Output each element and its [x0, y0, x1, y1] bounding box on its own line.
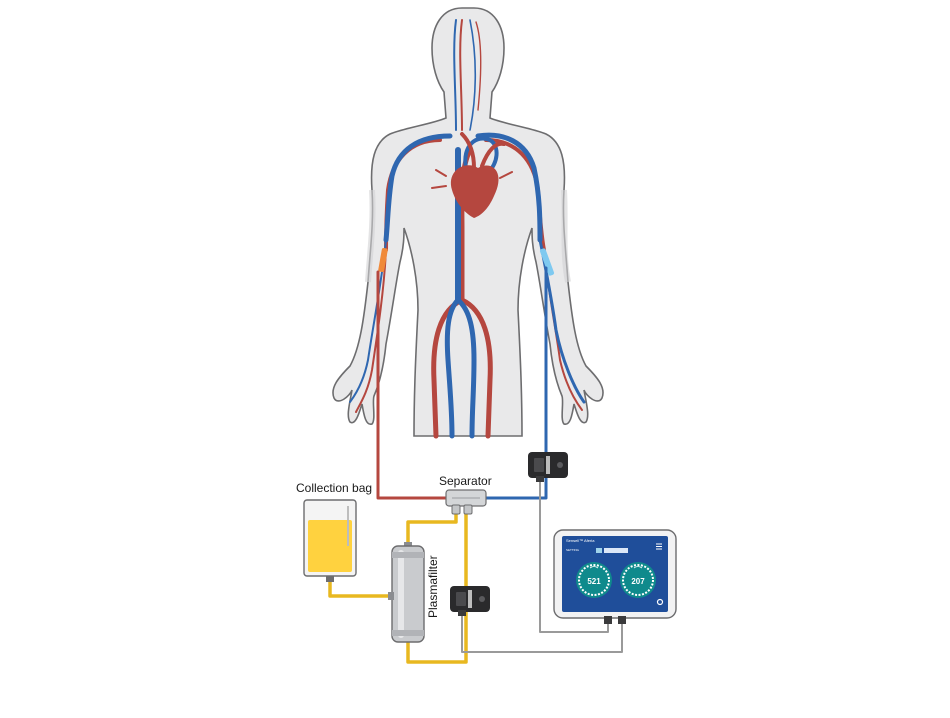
- monitor-header: Sensell™ Aferia: [566, 538, 595, 543]
- menu-icon[interactable]: [656, 543, 662, 550]
- plasmafilter: [388, 542, 425, 643]
- plasma-tube-inlet: [406, 510, 458, 548]
- collection-bag-label: Collection bag: [296, 481, 372, 495]
- body-silhouette: [332, 7, 604, 437]
- monitor-sub: SETTING: [566, 548, 580, 552]
- venous-access-marker: [539, 248, 555, 276]
- clamp-sensor-icon: [450, 586, 490, 616]
- plasmafilter-label: Plasmafilter: [426, 555, 440, 618]
- sensor-cable-top: [539, 479, 609, 633]
- heart-icon: [431, 132, 513, 218]
- gauge-right-value: 207: [631, 577, 645, 586]
- arterial-access-marker: [378, 247, 388, 273]
- collection-bag: [303, 499, 357, 582]
- separator-device: [445, 489, 487, 515]
- gauge-right: 207: [620, 562, 656, 598]
- human-body: [332, 7, 604, 439]
- monitor-device: Sensell™ Aferia SETTING 521 207: [553, 529, 677, 624]
- wifi-icon: [633, 566, 643, 569]
- arterial-tube: [376, 270, 448, 500]
- gear-icon[interactable]: [656, 598, 664, 606]
- gauge-left: 521: [576, 562, 612, 598]
- gauge-left-value: 521: [587, 577, 601, 586]
- separator-label: Separator: [439, 474, 492, 488]
- wifi-icon: [589, 566, 599, 569]
- plasma-tube-bag: [328, 574, 398, 598]
- sensor-cable-bottom: [461, 611, 623, 653]
- venous-tube: [484, 266, 548, 500]
- monitor-progress: [604, 548, 628, 553]
- clamp-sensor-icon: [528, 452, 568, 482]
